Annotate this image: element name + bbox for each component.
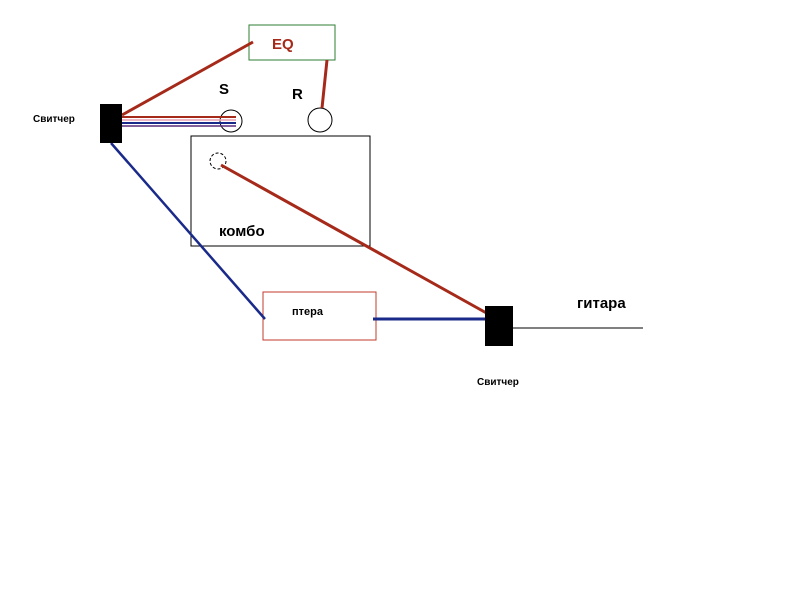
switcher-right-block — [485, 306, 513, 346]
eq-label: EQ — [272, 36, 294, 53]
cable-switcher-to-combo — [220, 163, 491, 317]
cable-switcher-to-pedals — [110, 142, 266, 320]
return-jack — [307, 107, 333, 133]
switcher-left-block — [100, 104, 122, 143]
pedals-box — [262, 291, 377, 341]
combo-amp-box — [190, 135, 371, 247]
combo-input-jack — [209, 152, 227, 170]
send-jack — [219, 109, 243, 133]
eq-box — [248, 24, 336, 61]
switcher-right-label: Свитчер — [477, 377, 519, 388]
return-label: R — [292, 86, 303, 103]
switcher-left-label: Свитчер — [33, 114, 75, 125]
cable-eq-to-return — [320, 59, 329, 109]
pedals-label: птера — [292, 306, 324, 318]
guitar-label: гитара — [577, 295, 626, 312]
combo-label: комбо — [219, 223, 265, 240]
cable-switcher-to-eq — [121, 40, 254, 117]
send-label: S — [219, 81, 229, 98]
